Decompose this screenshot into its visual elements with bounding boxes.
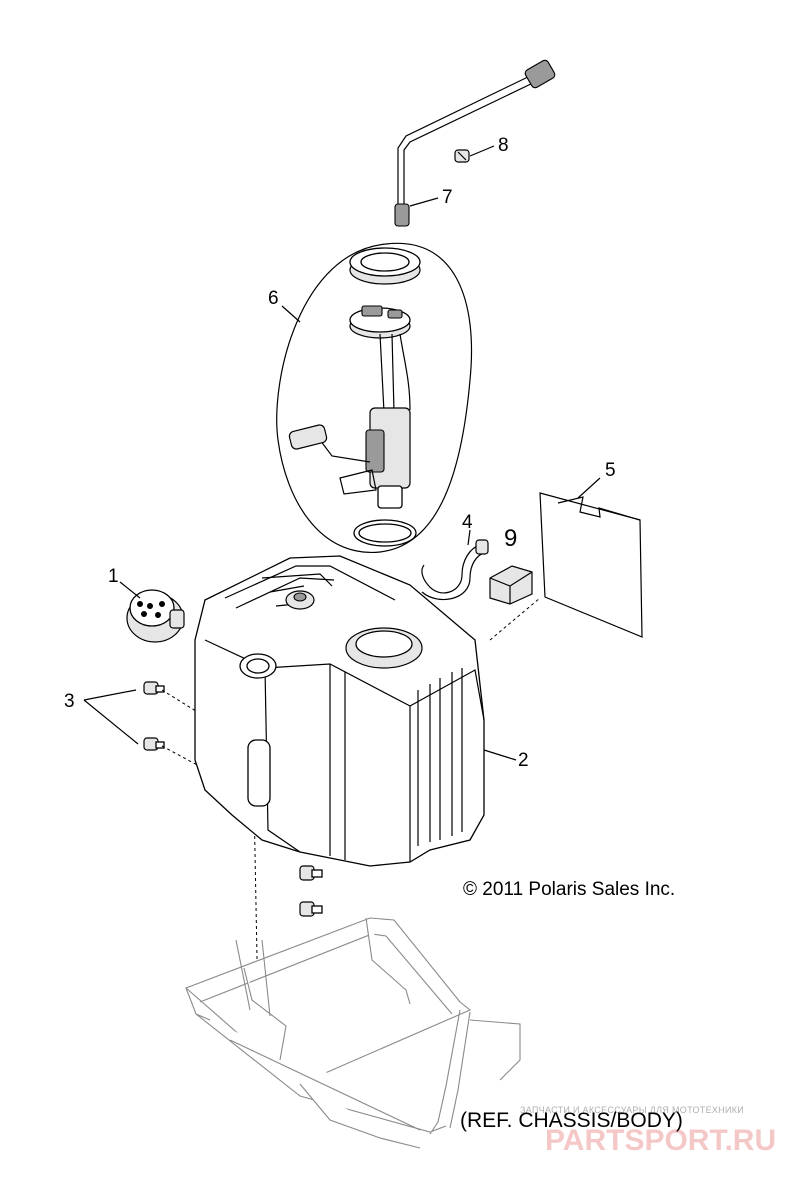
callout-5: 5 [605, 460, 616, 481]
reference-note: (REF. CHASSIS/BODY) [460, 1109, 683, 1132]
assembly-outline [276, 242, 473, 553]
callout-6: 6 [268, 288, 279, 309]
fuel-pump-assembly [276, 242, 473, 553]
fuel-level-float [288, 424, 328, 450]
callout-4: 4 [462, 512, 473, 533]
vent-hose [421, 539, 489, 601]
fuel-line [394, 59, 556, 227]
callout-9: 9 [504, 525, 517, 552]
callout-8: 8 [498, 135, 509, 156]
clip [454, 149, 470, 163]
kit-box [489, 565, 541, 641]
quick-connector-top [524, 59, 556, 89]
fuel-tank [194, 555, 485, 867]
callout-3: 3 [64, 691, 75, 712]
callout-leaders [83, 145, 601, 761]
tank-side-pocket [247, 739, 271, 807]
fuel-cap [126, 589, 185, 643]
copyright-notice: © 2011 Polaris Sales Inc. [463, 879, 675, 900]
tank-body [194, 555, 485, 867]
callout-1: 1 [108, 566, 119, 587]
quick-connector-bottom [394, 203, 410, 227]
callout-7: 7 [442, 187, 453, 208]
decal [539, 492, 643, 638]
watermark-logo: PARTSPORT.RU [545, 1124, 776, 1157]
callout-2: 2 [518, 750, 529, 771]
watermark-tagline: ЗАПЧАСТИ И АКСЕССУАРЫ ДЛЯ МОТОТЕХНИКИ [520, 1105, 744, 1115]
chassis-frame [184, 917, 521, 1149]
